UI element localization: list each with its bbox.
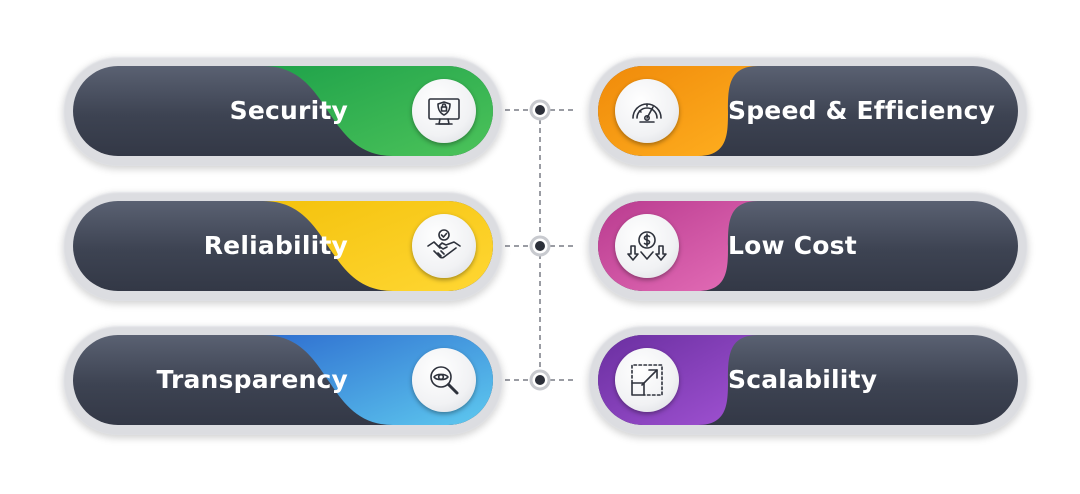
feature-transparency: Transparency: [63, 325, 503, 435]
magnifier-eye-icon: [430, 366, 459, 395]
badge: [412, 348, 476, 412]
badge: [615, 214, 679, 278]
connector-row-2: [505, 235, 575, 257]
feature-label: Reliability: [203, 231, 348, 260]
shield-monitor-icon: [428, 98, 460, 125]
badge: [412, 214, 476, 278]
badge: [412, 79, 476, 143]
feature-reliability: Reliability: [63, 191, 503, 301]
connector-row-3: [505, 369, 575, 391]
feature-speed-efficiency: Speed & Efficiency: [588, 56, 1028, 166]
feature-label: Low Cost: [728, 231, 857, 260]
feature-label: Transparency: [156, 365, 348, 394]
feature-label: Security: [229, 96, 348, 125]
badge: [615, 79, 679, 143]
connector-row-1: [505, 99, 575, 121]
feature-label: Scalability: [728, 365, 878, 394]
speedometer-icon: [632, 103, 662, 123]
feature-low-cost: Low Cost: [588, 191, 1028, 301]
handshake-icon: [427, 229, 461, 259]
feature-security: Security: [63, 56, 503, 166]
scale-up-icon: [631, 364, 663, 396]
badge: [615, 348, 679, 412]
feature-scalability: Scalability: [588, 325, 1028, 435]
feature-label: Speed & Efficiency: [728, 96, 996, 125]
dollar-down-icon: [627, 231, 667, 261]
